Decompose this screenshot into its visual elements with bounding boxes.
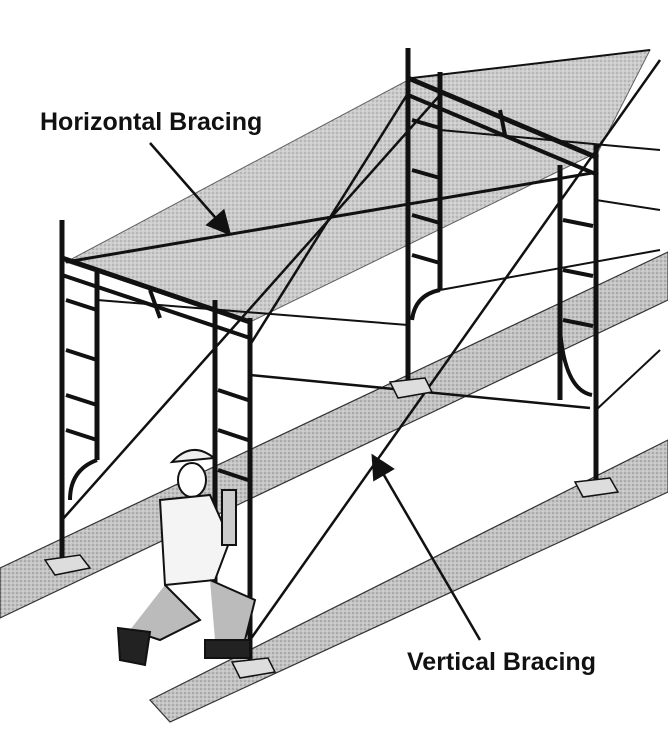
horizontal-bracing-label: Horizontal Bracing [40,108,263,136]
front-plank [149,439,668,723]
vertical-bracing-label: Vertical Bracing [407,648,596,676]
base-plates [43,377,620,679]
worker-figure [116,449,257,667]
vertical-bracing-arrow [371,453,482,641]
back-plank [0,251,668,619]
horizontal-bracing-arrow [149,142,232,236]
